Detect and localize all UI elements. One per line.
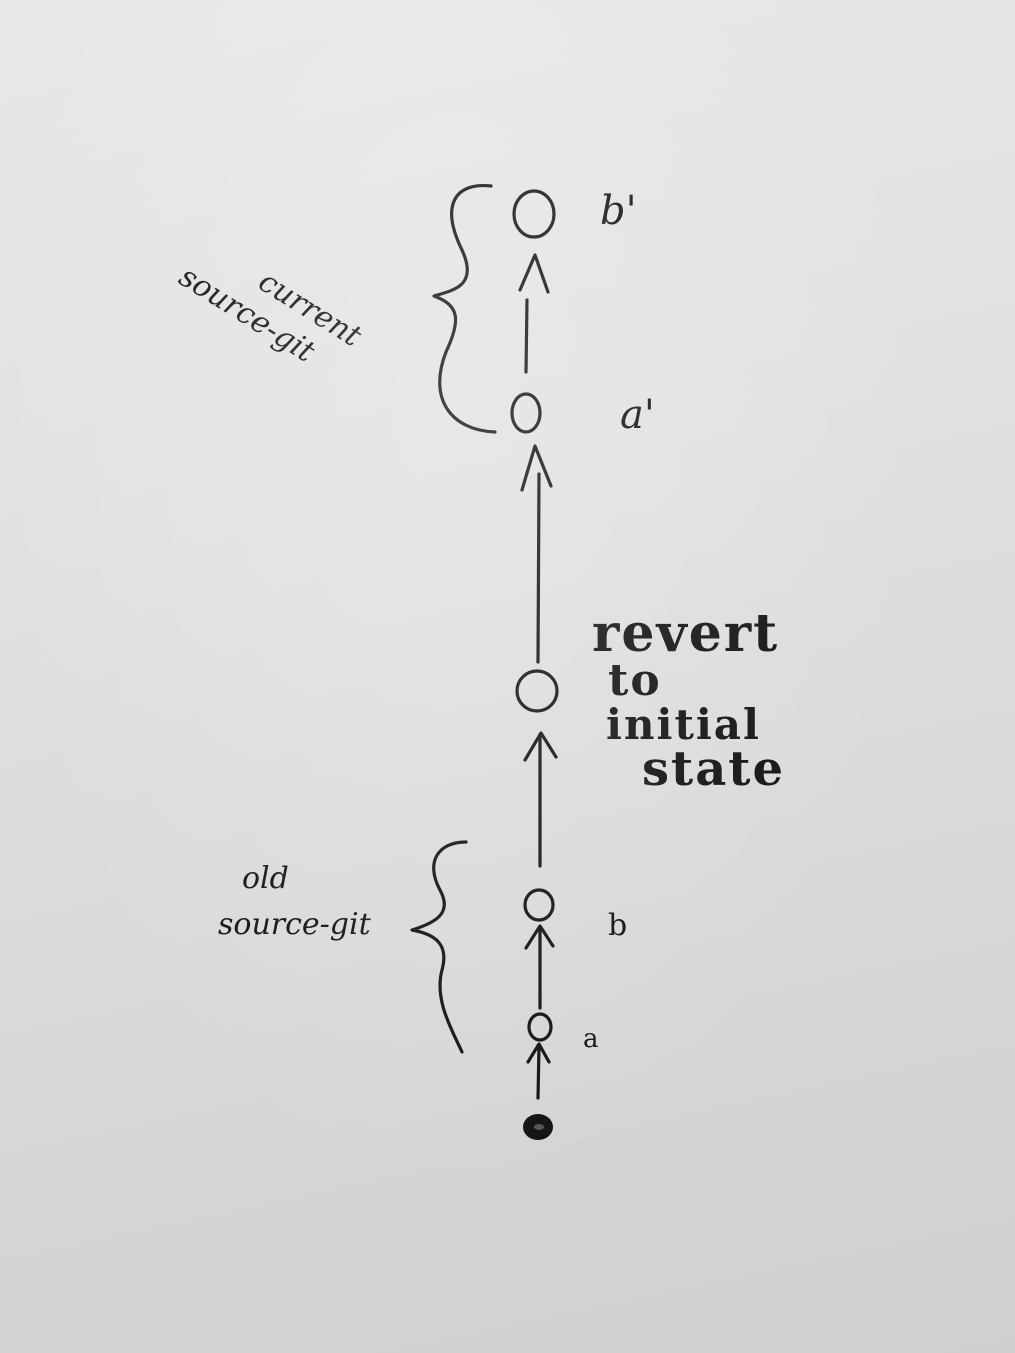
commit-node-a [527, 1012, 553, 1042]
current-source-git-brace [432, 183, 497, 434]
commit-node-b-prime [512, 189, 556, 239]
commit-node-revert [515, 669, 559, 713]
arrow-revert-to-a-prime [520, 444, 553, 664]
commit-label-b-prime: b' [600, 188, 637, 234]
revert-word: revert [592, 603, 780, 664]
arrow-a-prime-to-b-prime [518, 253, 550, 374]
arrow-root-to-a [526, 1042, 551, 1100]
commit-node-a-prime [510, 392, 542, 434]
arrow-a-to-b [524, 924, 555, 1010]
old-word: old [242, 861, 289, 896]
arrow-b-to-revert [523, 731, 558, 868]
commit-label-a-prime: a' [620, 392, 655, 438]
commit-label-a: a [583, 1024, 599, 1054]
state-word: state [642, 741, 786, 797]
old-source-git-brace [410, 840, 468, 1054]
old-source-git-word: source-git [218, 907, 371, 942]
commit-label-b: b [608, 908, 628, 943]
to-word: to [608, 655, 662, 706]
initial-word: initial [606, 700, 761, 749]
root-commit-highlight [534, 1124, 544, 1130]
revert-annotation: revert to initial state [592, 608, 786, 797]
old-source-git-annotation: old source-git [218, 856, 371, 948]
commit-node-b [523, 888, 555, 922]
